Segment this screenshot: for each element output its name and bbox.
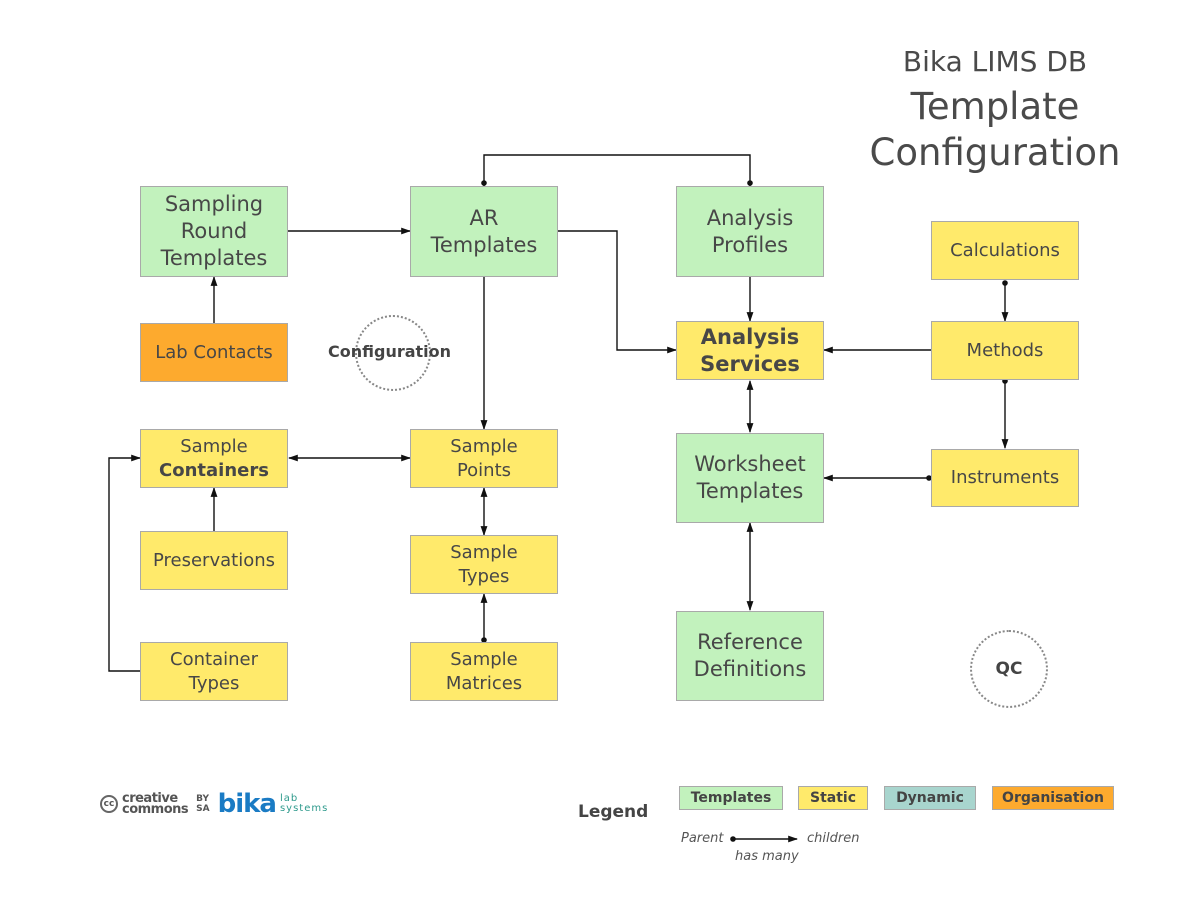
- node-label: Analysis: [706, 205, 794, 230]
- creative-commons-logo: cc creative commons BY SA bika lab syste…: [100, 789, 329, 819]
- legend-label: Templates: [690, 790, 772, 806]
- node-label: Containers: [159, 459, 269, 481]
- node-reference-definitions[interactable]: Reference Definitions: [676, 611, 824, 701]
- node-label: Sample: [450, 541, 518, 563]
- legend-label: Organisation: [1002, 790, 1104, 806]
- node-label: Lab Contacts: [155, 341, 273, 363]
- node-label: Analysis: [700, 324, 800, 349]
- bika-logo: bika: [217, 789, 277, 819]
- node-calculations[interactable]: Calculations: [931, 221, 1079, 280]
- node-worksheet-templates[interactable]: Worksheet Templates: [676, 433, 824, 523]
- dot-calculations: [1002, 280, 1008, 286]
- node-label: Templates: [696, 479, 804, 503]
- legend-static: Static: [798, 786, 868, 810]
- node-analysis-services[interactable]: Analysis Services: [676, 321, 824, 380]
- node-label: Preservations: [152, 549, 275, 571]
- legend-templates: Templates: [679, 786, 783, 810]
- node-container-types[interactable]: Container Types: [140, 642, 288, 701]
- node-methods[interactable]: Methods: [931, 321, 1079, 380]
- cc-line-1: creative: [122, 791, 178, 806]
- legend-title: Legend: [578, 802, 649, 822]
- bika-sub-2: systems: [279, 803, 329, 814]
- node-sample-containers[interactable]: Sample Containers: [140, 429, 288, 488]
- node-label: Definitions: [693, 657, 807, 681]
- title-subtitle: Bika LIMS DB: [902, 45, 1088, 78]
- qc-group-circle: QC: [970, 630, 1048, 708]
- legend-organisation: Organisation: [992, 786, 1114, 810]
- node-analysis-profiles[interactable]: Analysis Profiles: [676, 186, 824, 277]
- node-label: Types: [188, 672, 240, 694]
- edge-ar-to-analysis-profiles: [483, 154, 751, 186]
- node-instruments[interactable]: Instruments: [931, 449, 1079, 507]
- cc-line-2: commons: [122, 802, 189, 817]
- edge-ar-to-analysis-services: [558, 230, 677, 354]
- edge-container-types-to-containers: [108, 454, 141, 672]
- node-sample-points[interactable]: Sample Points: [410, 429, 558, 488]
- node-label: Sample: [450, 648, 518, 670]
- dot-legend-parent: [730, 836, 736, 842]
- node-lab-contacts[interactable]: Lab Contacts: [140, 323, 288, 382]
- qc-group-label: QC: [995, 659, 1023, 679]
- legend-parent: Parent: [681, 831, 724, 846]
- node-label: Services: [700, 351, 800, 376]
- configuration-group-circle: [355, 315, 431, 391]
- node-label: Calculations: [950, 239, 1060, 261]
- bika-sub-1: lab: [279, 793, 299, 804]
- legend-label: Static: [809, 790, 856, 806]
- node-sample-types[interactable]: Sample Types: [410, 535, 558, 594]
- legend-has-many: has many: [735, 849, 799, 864]
- diagram-title: Bika LIMS DB Template Configuration: [850, 40, 1140, 176]
- dot-ar-top: [481, 180, 487, 186]
- node-label: Points: [456, 459, 512, 481]
- license-by: BY: [196, 794, 210, 804]
- node-label: Templates: [430, 232, 538, 257]
- legend-dynamic: Dynamic: [884, 786, 976, 810]
- node-preservations[interactable]: Preservations: [140, 531, 288, 590]
- node-label: Matrices: [445, 672, 523, 694]
- node-ar-templates[interactable]: AR Templates: [410, 186, 558, 277]
- license-sa: SA: [196, 804, 210, 814]
- node-label: Templates: [160, 246, 268, 270]
- legend-children: children: [807, 831, 860, 846]
- node-label: Sampling: [164, 192, 264, 216]
- configuration-group-label: Configuration: [328, 342, 452, 361]
- dot-profiles-top: [747, 180, 753, 186]
- node-sample-matrices[interactable]: Sample Matrices: [410, 642, 558, 701]
- title-line-2: Configuration: [869, 131, 1121, 174]
- node-label: Container: [170, 648, 258, 670]
- node-label: Sample: [180, 435, 248, 457]
- node-label: AR: [469, 205, 499, 230]
- node-label: Instruments: [950, 467, 1060, 488]
- node-label: Profiles: [711, 232, 789, 257]
- legend-label: Dynamic: [896, 790, 964, 806]
- node-label: Methods: [966, 339, 1044, 361]
- node-sampling-round-templates[interactable]: Sampling Round Templates: [140, 186, 288, 277]
- node-label: Sample: [450, 435, 518, 457]
- title-line-1: Template: [910, 85, 1080, 128]
- node-label: Reference: [697, 630, 803, 654]
- node-label: Worksheet: [694, 452, 806, 476]
- node-label: Types: [458, 565, 510, 587]
- cc-icon: cc: [100, 795, 118, 813]
- node-label: Round: [180, 219, 248, 243]
